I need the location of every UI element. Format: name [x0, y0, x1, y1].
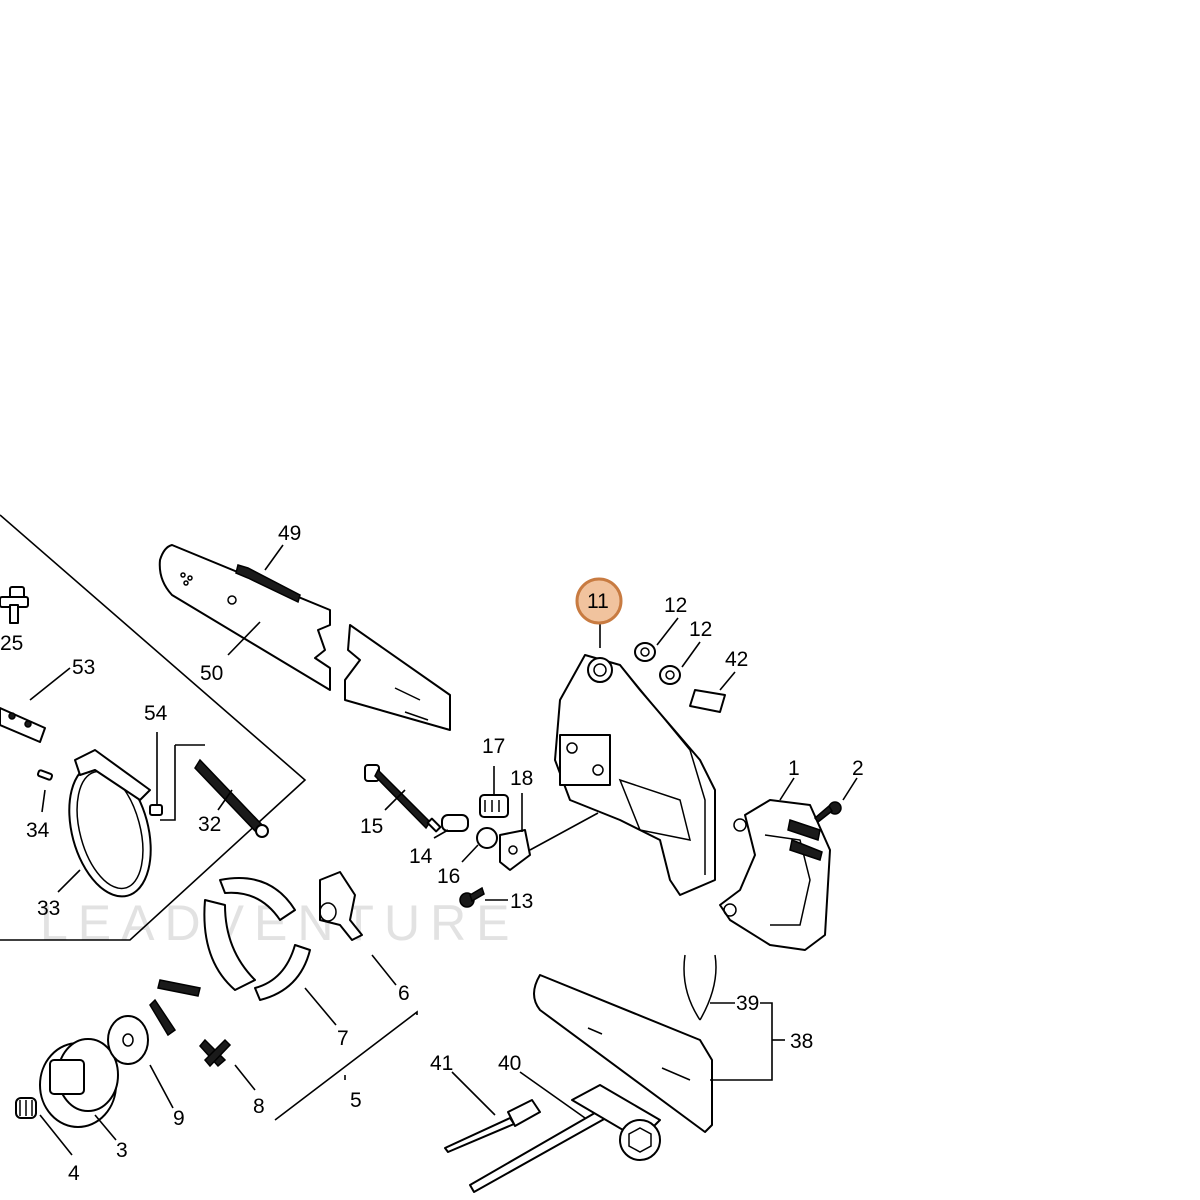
- inset-boundary: [0, 514, 307, 941]
- screw-part-2: [813, 801, 842, 824]
- callout-34[interactable]: 34: [26, 819, 50, 842]
- callout-7[interactable]: 7: [337, 1027, 349, 1050]
- callout-17[interactable]: 17: [482, 735, 505, 758]
- callout-18[interactable]: 18: [510, 767, 533, 790]
- bolt-part-25: [0, 586, 29, 624]
- callout-40[interactable]: 40: [498, 1052, 521, 1075]
- brake-band-part-33: [68, 749, 152, 898]
- screw-part-13: [459, 886, 485, 908]
- chain-link-part-53: [0, 707, 46, 743]
- callout-8[interactable]: 8: [253, 1095, 265, 1118]
- callout-41[interactable]: 41: [430, 1052, 453, 1075]
- callout-12-b[interactable]: 12: [689, 618, 712, 641]
- adjusting-screw-part-15: [364, 764, 442, 833]
- clutch-shoe-part-7-c: [254, 944, 311, 1001]
- callout-1[interactable]: 1: [788, 757, 800, 780]
- bearing-part-4: [15, 1097, 37, 1119]
- callout-12-a[interactable]: 12: [664, 594, 687, 617]
- gear-part-17: [479, 794, 509, 818]
- sprocket-cover-part-11: [554, 654, 716, 896]
- callout-5[interactable]: 5: [350, 1089, 362, 1112]
- bracket-part-18: [499, 829, 531, 871]
- spring-part-8-c: [199, 1038, 232, 1068]
- gear-part-16: [476, 827, 498, 849]
- callout-16[interactable]: 16: [437, 865, 460, 888]
- callout-38[interactable]: 38: [790, 1030, 813, 1053]
- guide-bar-part-38: [533, 974, 713, 1133]
- saw-chain-part-39: [683, 954, 717, 1021]
- callout-25[interactable]: 25: [0, 632, 23, 655]
- callout-13[interactable]: 13: [510, 890, 533, 913]
- clutch-hub-part-6: [319, 871, 363, 941]
- washer-part-9: [107, 1015, 149, 1065]
- spring-part-32: [194, 758, 269, 838]
- nut-part-12-a: [634, 642, 656, 662]
- spring-part-8-b: [157, 979, 201, 997]
- clip-part-54: [149, 804, 163, 816]
- nut-part-12-b: [659, 665, 681, 685]
- callout-14[interactable]: 14: [409, 845, 433, 868]
- callout-9[interactable]: 9: [173, 1107, 185, 1130]
- callout-49[interactable]: 49: [278, 522, 301, 545]
- pin-part-34: [36, 769, 54, 781]
- callout-32[interactable]: 32: [198, 813, 221, 836]
- highlight-circle-part-11[interactable]: [575, 577, 623, 625]
- chain-part-49: [235, 564, 301, 604]
- callout-6[interactable]: 6: [398, 982, 410, 1005]
- tensioner-part-14: [441, 814, 469, 832]
- wrench-part-40: [469, 1084, 661, 1193]
- callout-labels: 49 50 25 53 54 32 34 33 11 12 12 42 17 1…: [0, 522, 864, 1185]
- leader-lines: [29, 544, 858, 1156]
- callout-11[interactable]: 11: [587, 590, 609, 613]
- callout-39[interactable]: 39: [736, 992, 759, 1015]
- callout-54[interactable]: 54: [144, 702, 168, 725]
- callout-4[interactable]: 4: [68, 1162, 80, 1185]
- guide-bar-part-50: [158, 544, 331, 691]
- callout-53[interactable]: 53: [72, 656, 95, 679]
- clutch-shoe-part-7-b: [219, 877, 296, 921]
- callout-3[interactable]: 3: [116, 1139, 128, 1162]
- callout-50[interactable]: 50: [200, 662, 223, 685]
- screwdriver-part-41: [444, 1099, 541, 1153]
- callout-42[interactable]: 42: [725, 648, 748, 671]
- clutch-drum-part-3: [39, 1038, 119, 1128]
- clutch-shoe-part-7-a: [203, 899, 256, 991]
- callout-15[interactable]: 15: [360, 815, 383, 838]
- label-part-42: [689, 689, 726, 713]
- cover-part-1: [719, 799, 831, 951]
- callout-2[interactable]: 2: [852, 757, 864, 780]
- spring-part-8-a: [149, 998, 177, 1037]
- callout-33[interactable]: 33: [37, 897, 60, 920]
- bar-mount-plate: [344, 624, 451, 731]
